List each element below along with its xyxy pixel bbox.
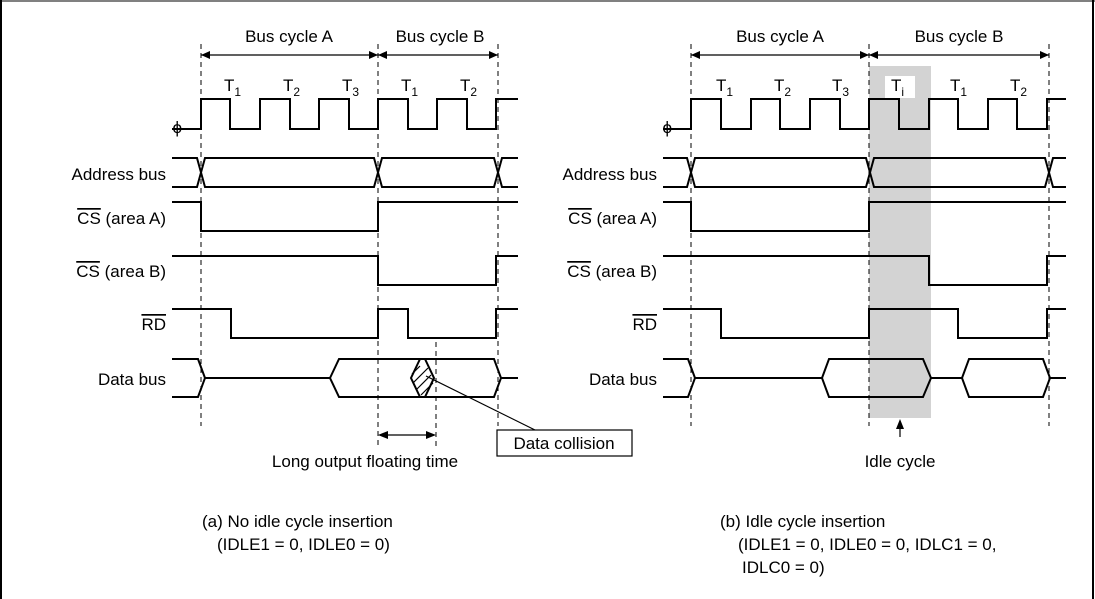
rd-waveform: [663, 308, 1066, 339]
caption-a-line1: (a) No idle cycle insertion: [202, 512, 393, 531]
state-label: T1: [950, 76, 967, 99]
state-labels-a: T1 T2 T3 T1 T2: [224, 76, 477, 99]
phi-label: ϕ: [662, 118, 672, 137]
guide-lines-b: [690, 44, 1050, 426]
idle-cycle-label: Idle cycle: [865, 452, 936, 471]
bus-cycle-a-label: Bus cycle A: [245, 27, 334, 46]
floating-time-arrow: [378, 431, 436, 439]
idle-cycle-arrow: [896, 419, 904, 437]
collision-leader-line: [425, 375, 536, 431]
phi-clock-waveform: [172, 98, 518, 130]
data-bus-waveform: [172, 358, 518, 398]
state-label: T2: [1010, 76, 1027, 99]
address-bus-label: Address bus: [563, 165, 658, 184]
rd-waveform: [172, 308, 518, 339]
bus-cycle-b-label: Bus cycle B: [915, 27, 1004, 46]
data-bus-label: Data bus: [589, 370, 657, 389]
state-label: T2: [460, 76, 477, 99]
idle-state-label-bg: [885, 76, 915, 98]
cs-area-b-waveform: [172, 255, 518, 286]
bus-cycle-brackets-a: [201, 51, 498, 59]
phi-clock-waveform: [663, 98, 1066, 130]
cs-area-a-label: CS (area A): [77, 209, 166, 228]
rd-label: RD: [632, 315, 657, 334]
state-label: T3: [342, 76, 359, 99]
cs-area-a-waveform: [172, 201, 518, 232]
data-bus-label: Data bus: [98, 370, 166, 389]
rd-label: RD: [141, 315, 166, 334]
state-label: T2: [283, 76, 300, 99]
caption-b-line3: IDLC0 = 0): [742, 558, 825, 577]
collision-callout-box: [496, 429, 633, 457]
state-label: T3: [832, 76, 849, 99]
state-label: T1: [716, 76, 733, 99]
cs-area-a-label: CS (area A): [568, 209, 657, 228]
bus-cycle-a-label: Bus cycle A: [736, 27, 825, 46]
cs-area-b-waveform: [663, 255, 1066, 286]
state-labels-b: T1 T2 T3 Ti T1 T2: [716, 76, 1027, 99]
panel-b: Bus cycle A Bus cycle B T1 T2 T3 Ti T1 T…: [563, 27, 1066, 577]
floating-time-label: Long output floating time: [272, 452, 458, 471]
caption-b-line1: (b) Idle cycle insertion: [720, 512, 885, 531]
caption-b-line2: (IDLE1 = 0, IDLE0 = 0, IDLC1 = 0,: [738, 535, 996, 554]
state-label: T1: [224, 76, 241, 99]
idle-state-label: Ti: [891, 76, 904, 99]
data-bus-waveform: [663, 358, 1066, 398]
cs-area-a-waveform: [663, 201, 1066, 232]
collision-label: Data collision: [513, 434, 614, 453]
cs-area-b-label: CS (area B): [567, 262, 657, 281]
address-bus-waveform: [663, 157, 1066, 188]
state-label: T2: [774, 76, 791, 99]
guide-lines-a: [200, 44, 499, 448]
state-label: T1: [401, 76, 418, 99]
panel-a: Bus cycle A Bus cycle B T1 T2 T3 T1 T2 ϕ…: [72, 27, 633, 554]
address-bus-label: Address bus: [72, 165, 167, 184]
address-bus-waveform: [172, 157, 518, 188]
phi-label: ϕ: [172, 118, 182, 137]
cs-area-b-label: CS (area B): [76, 262, 166, 281]
caption-a-line2: (IDLE1 = 0, IDLE0 = 0): [217, 535, 390, 554]
bus-cycle-brackets-b: [691, 51, 1049, 59]
bus-cycle-b-label: Bus cycle B: [396, 27, 485, 46]
